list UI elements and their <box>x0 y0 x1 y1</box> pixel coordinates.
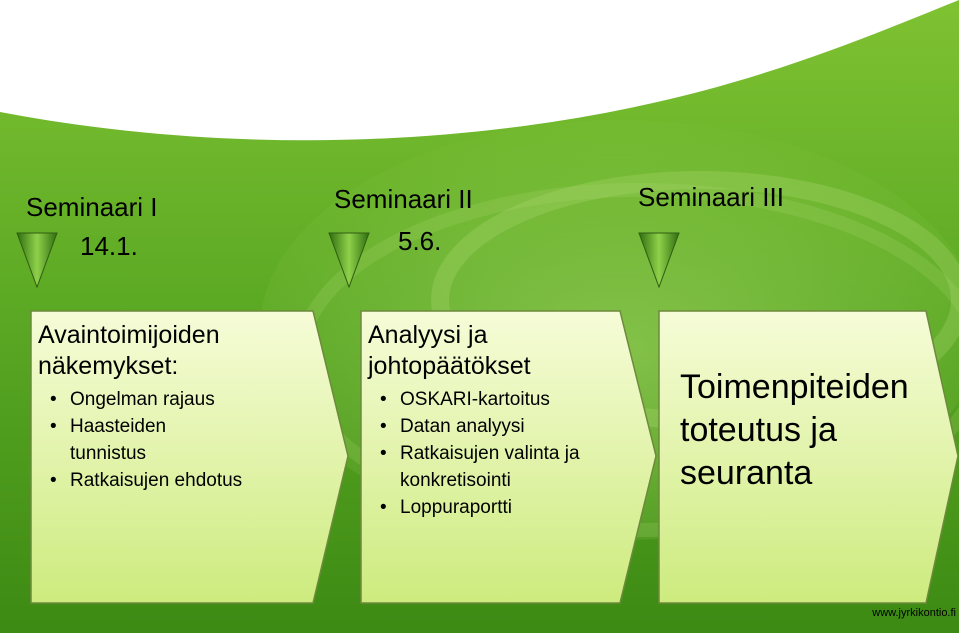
list-item: •OSKARI-kartoitus <box>380 389 550 410</box>
chevron-arrow-shape <box>360 310 657 604</box>
chevron-arrow-shape <box>30 310 349 604</box>
list-item: •Ongelman rajaus <box>50 389 215 410</box>
milestone-title: Seminaari II <box>334 184 473 214</box>
milestone-title: Seminaari I <box>26 192 158 222</box>
milestone-date: 5.6. <box>398 226 442 256</box>
milestone-marker-icon <box>328 232 370 288</box>
milestone-date: 14.1. <box>80 231 138 261</box>
list-item: •Haasteiden tunnistus <box>50 416 167 464</box>
list-item: •Ratkaisujen valinta ja konkretisointi <box>380 443 580 491</box>
list-item: •Datan analyysi <box>380 416 525 437</box>
phase-box-3: Toimenpiteiden toteutus ja seuranta <box>658 310 959 605</box>
website-credit: www.jyrkikontio.fi <box>872 607 956 619</box>
phase-bullet-list: •Ongelman rajaus •Haasteiden tunnistus •… <box>38 386 313 494</box>
phase-title: Analyysi ja johtopäätökset <box>368 321 531 380</box>
milestone-marker-icon <box>16 232 58 288</box>
milestone-title: Seminaari III <box>638 182 784 212</box>
phase-title: Avaintoimijoiden näkemykset: <box>38 321 220 380</box>
phase-bullet-list: •OSKARI-kartoitus •Datan analyysi •Ratka… <box>368 386 626 521</box>
list-item: •Ratkaisujen ehdotus <box>50 470 243 491</box>
milestone-marker-icon <box>638 232 680 288</box>
list-item: •Loppuraportti <box>380 497 512 518</box>
phase-box-1: Avaintoimijoiden näkemykset: •Ongelman r… <box>30 310 350 605</box>
phase-box-2: Analyysi ja johtopäätökset •OSKARI-karto… <box>360 310 658 605</box>
phase-title: Toimenpiteiden toteutus ja seuranta <box>680 368 909 492</box>
chevron-arrow-shape <box>658 310 959 604</box>
